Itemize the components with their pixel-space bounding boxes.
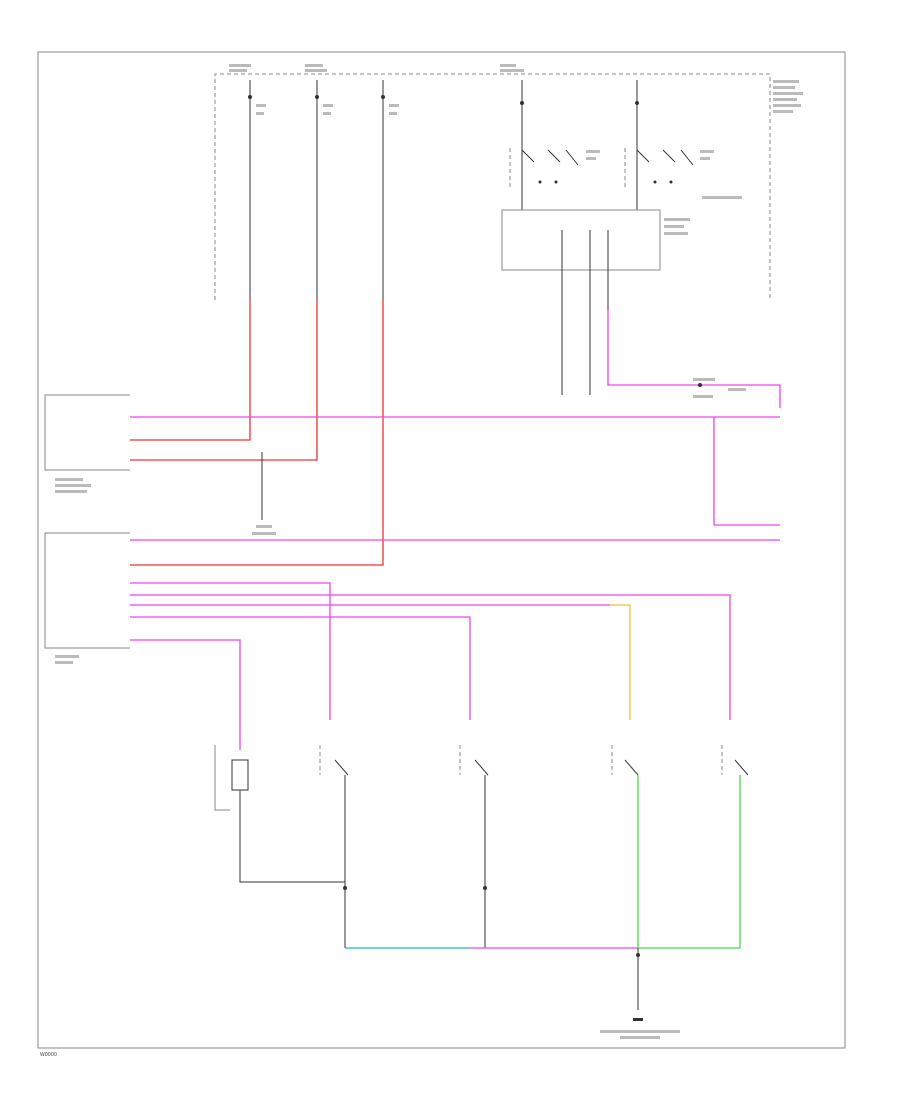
data-bus-wires bbox=[130, 416, 780, 750]
body-control-module bbox=[44, 394, 130, 664]
fuse-group-left bbox=[248, 80, 399, 300]
ground-wires bbox=[343, 886, 680, 1039]
fuse-labels bbox=[229, 64, 803, 113]
relay-output-wires bbox=[561, 270, 781, 408]
fuse-feed-wires bbox=[130, 300, 384, 566]
footer-code: W0000 bbox=[40, 1052, 57, 1058]
diagram-frame bbox=[37, 51, 846, 1049]
relay-module bbox=[501, 80, 742, 271]
fuse-box-outline bbox=[214, 73, 771, 300]
door-switches bbox=[214, 745, 749, 949]
